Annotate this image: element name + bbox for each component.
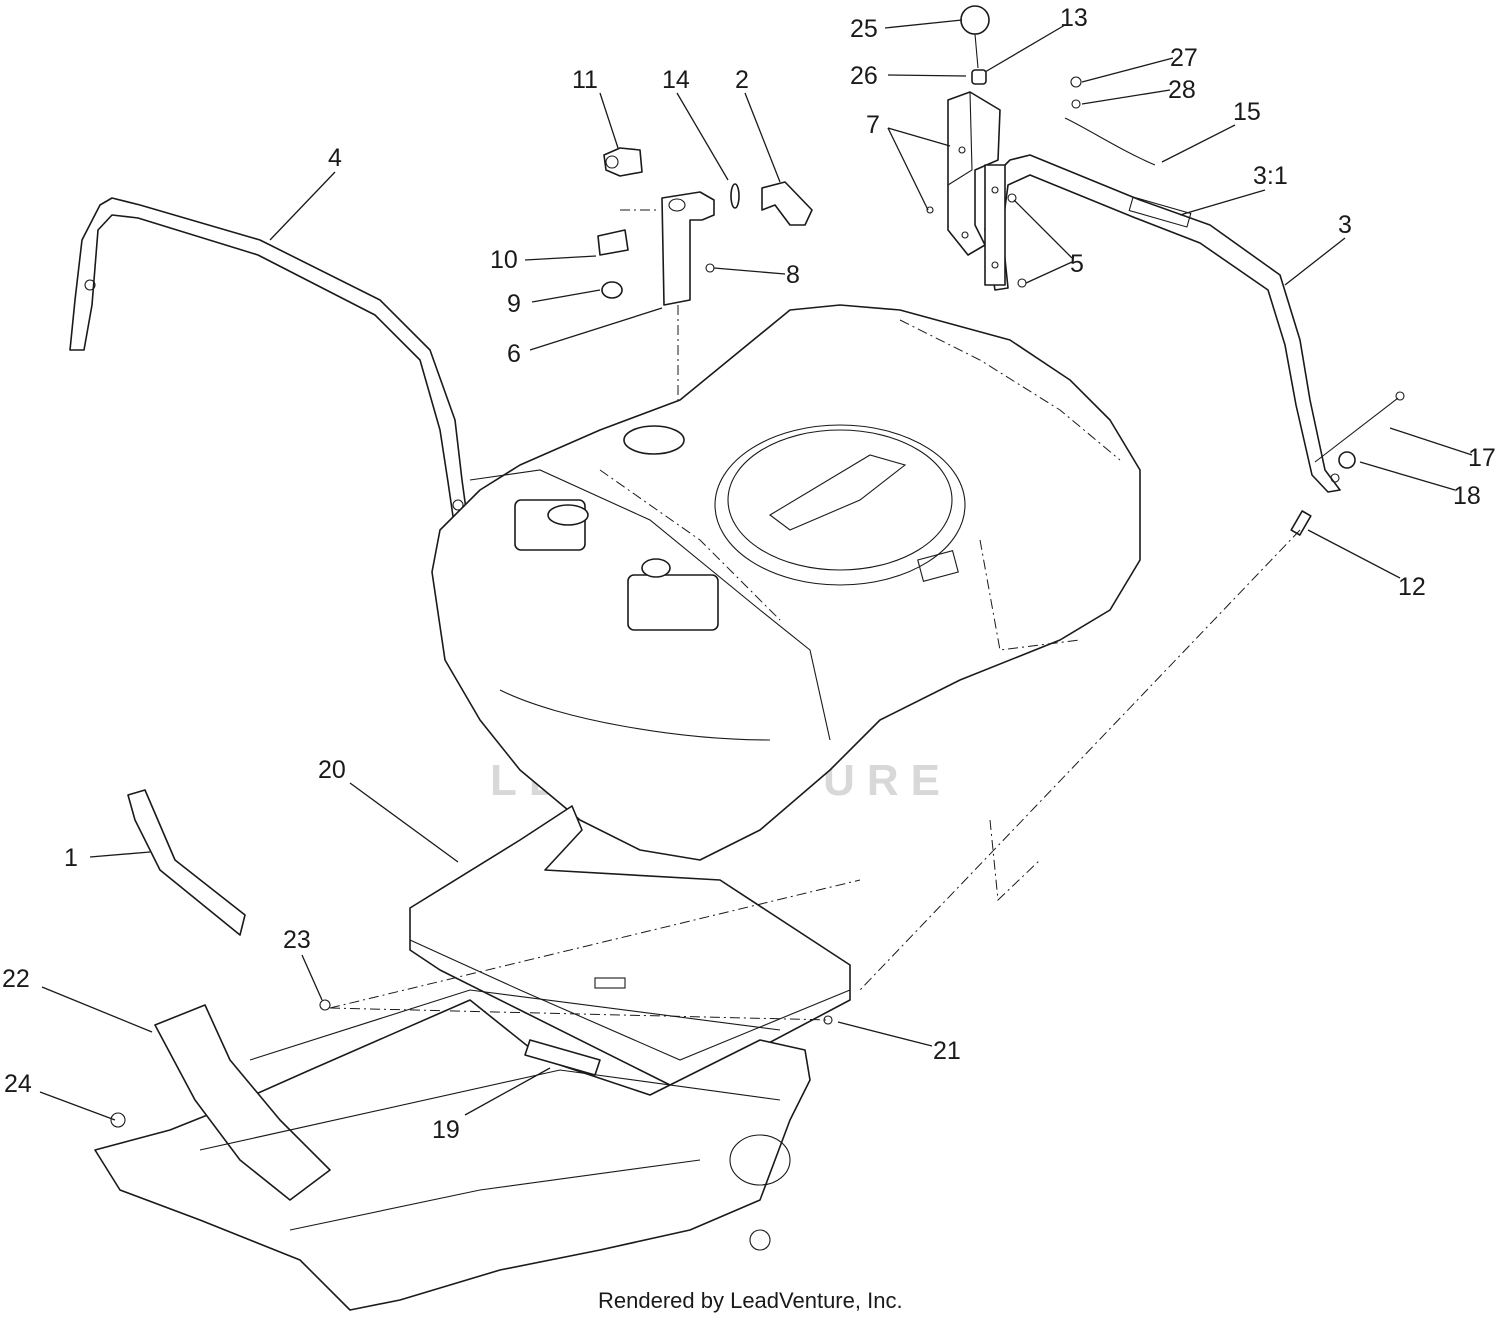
callout-21: 21 [933,1037,961,1065]
callout-9: 9 [507,290,521,318]
callout-3-1: 3:1 [1253,162,1288,190]
break-line [989,819,1041,902]
part-3-right-strap [984,154,1341,493]
footer-credit: Rendered by LeadVenture, Inc. [598,1288,903,1313]
fuel-fittings [597,147,813,490]
callout-18: 18 [1453,482,1481,510]
part-7-bracket [947,91,1006,286]
callout-labels: 4 11 14 2 10 9 6 8 25 13 26 27 28 15 7 3… [2,4,1496,1144]
callout-2: 2 [735,66,749,94]
callout-25: 25 [850,15,878,43]
right-hardware [859,391,1405,991]
callout-8: 8 [786,261,800,289]
callout-4: 4 [328,144,342,172]
fuel-tank [431,304,1141,861]
callout-19: 19 [432,1116,460,1144]
callout-23: 23 [283,926,311,954]
callout-24: 24 [4,1070,32,1098]
callout-11: 11 [572,66,598,94]
callout-13: 13 [1060,4,1088,32]
callout-27: 27 [1170,44,1198,72]
frame [94,879,861,1311]
callout-5: 5 [1070,250,1084,278]
callout-1: 1 [64,844,78,872]
part-1-shield [127,789,246,936]
callout-6: 6 [507,340,521,368]
callout-20: 20 [318,756,346,784]
callout-7: 7 [866,111,880,139]
callout-15: 15 [1233,98,1261,126]
callout-17: 17 [1468,444,1496,472]
callout-28: 28 [1168,76,1196,104]
callout-14: 14 [662,66,690,94]
callout-3: 3 [1338,211,1352,239]
callout-22: 22 [2,965,30,993]
part-20-seat-plate [409,805,851,1091]
callout-10: 10 [490,246,518,274]
callout-26: 26 [850,62,878,90]
part-4-left-strap [69,197,476,579]
callout-12: 12 [1398,573,1426,601]
leader-lines [39,19,1473,1121]
